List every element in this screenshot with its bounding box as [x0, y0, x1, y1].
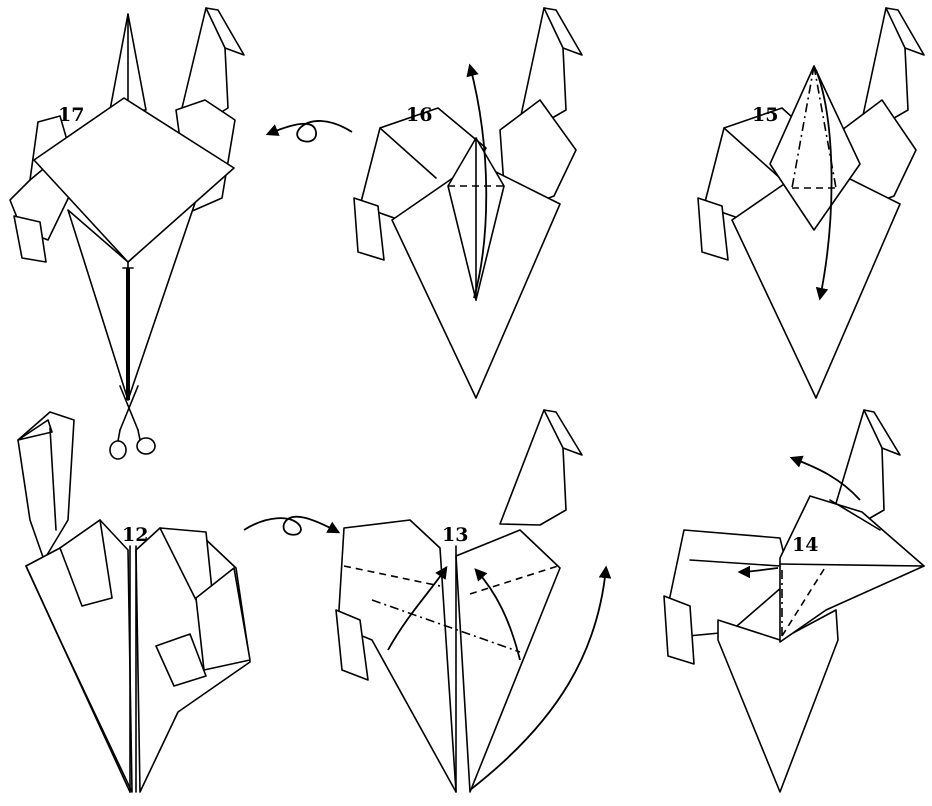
step-14-figure: [664, 410, 924, 792]
scissors-icon: [110, 386, 155, 459]
step-15-number: 15: [752, 104, 778, 126]
step-16-figure: [354, 8, 582, 398]
step-17-number: 17: [58, 104, 84, 126]
step-12-number: 12: [122, 524, 148, 546]
step-13-figure: [336, 410, 606, 792]
step-15-figure: [698, 8, 924, 398]
step-14-number: 14: [792, 534, 818, 556]
turn-over-icon: [268, 121, 352, 142]
step-13-number: 13: [442, 524, 468, 546]
step-16-number: 16: [406, 104, 432, 126]
turn-over-icon-2: [244, 517, 338, 535]
step-12-figure: [18, 412, 250, 792]
